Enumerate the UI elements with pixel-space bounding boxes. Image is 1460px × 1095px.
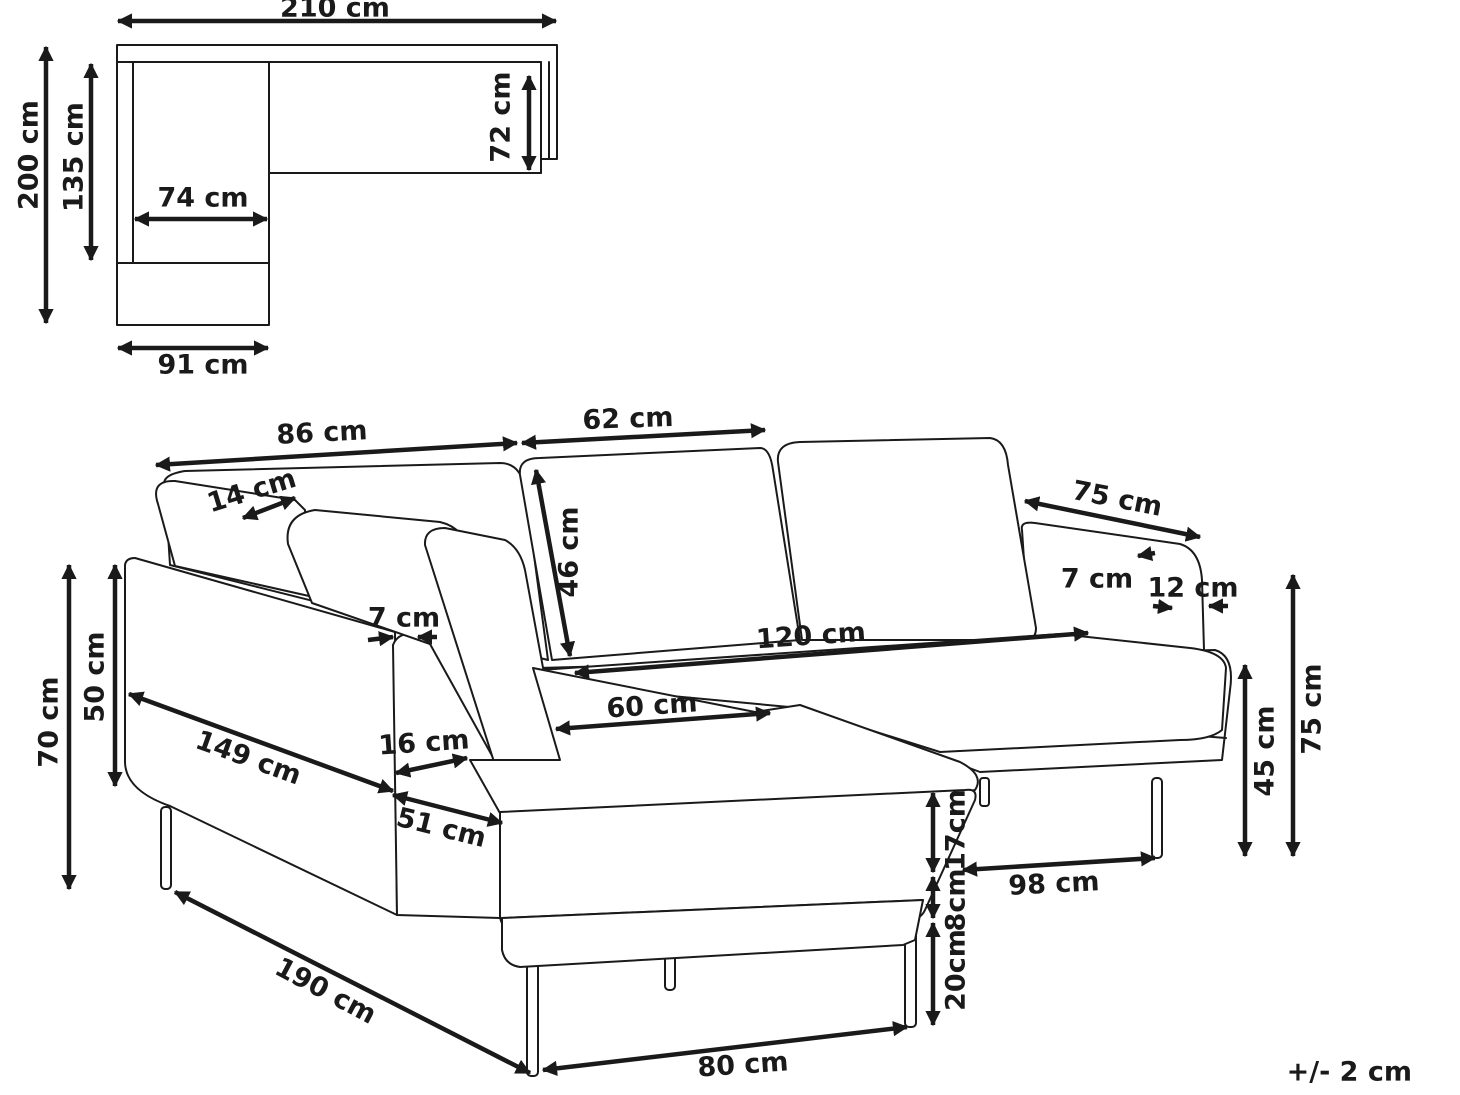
dimension-line xyxy=(573,626,1090,680)
right-armrest xyxy=(1020,521,1205,651)
dimension-line xyxy=(961,851,1157,877)
dimension-line xyxy=(554,706,772,736)
dimension-label: 7 cm xyxy=(368,603,440,634)
dimension-label: 98 cm xyxy=(1008,866,1101,902)
dimension-label: 7 cm xyxy=(1061,564,1133,595)
dimension-label: 8cm xyxy=(941,869,972,932)
dimension-label: 20cm xyxy=(941,929,972,1011)
dimension-label: 62 cm xyxy=(582,402,674,436)
dimension-label: 200 cm xyxy=(14,100,45,210)
dimension-label: 72 cm xyxy=(486,71,517,162)
back-cushion xyxy=(776,437,1037,641)
dimension-label: 50 cm xyxy=(80,631,111,722)
dimension-label: 17cm xyxy=(941,789,972,871)
dimension-label: 75 cm xyxy=(1070,475,1165,523)
dimension-label: 91 cm xyxy=(157,350,248,381)
dimension-label: 60 cm xyxy=(605,687,698,724)
dimension-line xyxy=(530,468,576,658)
dimension-label: 74 cm xyxy=(157,183,248,214)
dimension-label: 45 cm xyxy=(1250,705,1281,796)
dimension-label: 80 cm xyxy=(696,1046,789,1083)
dimension-label: 70 cm xyxy=(34,676,65,767)
dimension-line xyxy=(1023,496,1202,542)
dimension-line xyxy=(394,753,469,778)
dimension-label: 75 cm xyxy=(1297,663,1328,754)
dimension-line xyxy=(541,1021,909,1076)
dimension-line xyxy=(1152,598,1174,615)
dimension-label: 12 cm xyxy=(1147,573,1238,604)
dimension-line xyxy=(391,791,504,827)
sofa-leg xyxy=(526,957,539,1077)
dimension-label: 46 cm xyxy=(554,506,585,597)
dimension-line xyxy=(154,436,519,472)
dimension-line xyxy=(1136,546,1156,562)
tolerance-note: +/- 2 cm xyxy=(1287,1057,1412,1088)
dimension-line xyxy=(367,631,395,647)
top-view xyxy=(116,44,558,326)
dimension-line xyxy=(241,495,297,521)
dimension-label: 86 cm xyxy=(276,415,369,451)
dimension-line xyxy=(127,691,395,794)
dimension-label: 210 cm xyxy=(280,0,390,24)
chaise-back-cushion xyxy=(423,527,561,766)
dimension-label: 135 cm xyxy=(59,102,90,212)
dimension-label: 120 cm xyxy=(755,617,867,656)
sofa-leg xyxy=(979,777,990,807)
dimension-line xyxy=(173,889,532,1076)
dimension-line xyxy=(520,423,767,450)
sofa-leg xyxy=(160,806,172,890)
dimension-label: 16 cm xyxy=(377,724,470,761)
sofa-leg xyxy=(1151,777,1163,859)
